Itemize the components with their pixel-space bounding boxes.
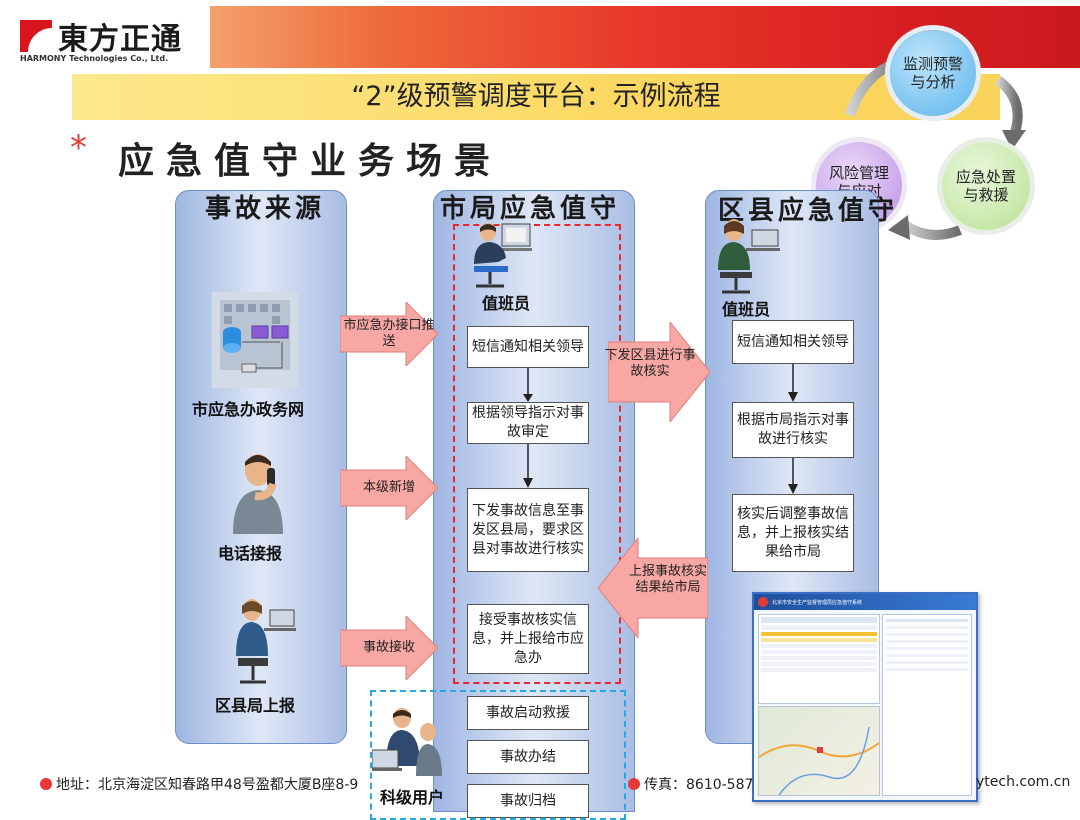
city-step-3: 下发事故信息至事发区县局，要求区县对事故进行核实 xyxy=(467,488,589,572)
arrow-interface-push: 市应急办接口推送 xyxy=(340,302,438,366)
district-column-title: 区县应急值守 xyxy=(718,196,899,226)
city-operator-icon xyxy=(474,223,532,288)
arrow-interface-push-label: 市应急办接口推送 xyxy=(343,318,435,349)
footer-website: ytech.com.cn xyxy=(976,774,1071,790)
city-operator-label: 值班员 xyxy=(482,294,531,313)
screenshot-emblem-icon xyxy=(758,597,768,607)
screenshot-titlebar: 北京市安全生产监督管理局应急值守系统 xyxy=(754,594,976,610)
logo-chinese: 東方正通 xyxy=(58,22,182,57)
city-flow-arrows xyxy=(523,368,533,488)
screenshot-map xyxy=(758,706,880,796)
city-step-1: 短信通知相关领导 xyxy=(467,326,589,368)
city-step-7: 事故归档 xyxy=(467,784,589,818)
district-operator-label: 值班员 xyxy=(722,300,771,319)
arrow-incident-receive-label: 事故接收 xyxy=(362,640,415,655)
screenshot-table xyxy=(758,614,880,704)
logo-english: HARMONY Technologies Co., Ltd. xyxy=(20,54,169,63)
arrow-dispatch-district: 下发区县进行事故核实 xyxy=(604,322,710,422)
title-bar: “2”级预警调度平台：示例流程 xyxy=(72,74,1000,120)
fax-marker-icon xyxy=(628,778,640,790)
district-operator-icon xyxy=(718,219,780,294)
cycle-monitor-label: 监测预警与分析 xyxy=(902,55,963,91)
cycle-response-label: 应急处置与救援 xyxy=(955,168,1016,204)
address-marker-icon xyxy=(40,778,52,790)
screenshot-detail-panel xyxy=(882,614,972,796)
footer-fax: 传真：8610-587 xyxy=(644,777,754,793)
city-step-4: 接受事故核实信息，并上报给市应急办 xyxy=(467,604,589,674)
source-item-district: 区县局上报 xyxy=(215,696,296,715)
section-user-icon xyxy=(372,708,442,776)
city-step-5: 事故启动救援 xyxy=(467,696,589,730)
arrow-report-city-label: 上报事故核实结果给市局 xyxy=(628,564,707,595)
district-step-1: 短信通知相关领导 xyxy=(732,320,854,364)
screenshot-title: 北京市安全生产监督管理局应急值守系统 xyxy=(772,599,863,606)
bullet-star-icon: * xyxy=(70,128,87,168)
arrow-local-add-label: 本级新增 xyxy=(362,480,415,495)
logo-mark xyxy=(20,20,52,52)
arrow-report-city: 上报事故核实结果给市局 xyxy=(598,538,708,638)
city-step-2: 根据领导指示对事故审定 xyxy=(467,402,589,444)
city-column-title: 市局应急值守 xyxy=(440,194,621,224)
system-screenshot: 北京市安全生产监督管理局应急值守系统 xyxy=(752,592,978,802)
arrow-dispatch-district-label: 下发区县进行事故核实 xyxy=(604,348,696,379)
scene-title: 应急值守业务场景 xyxy=(118,140,503,182)
section-user-label: 科级用户 xyxy=(380,788,445,807)
page-title: “2”级预警调度平台：示例流程 xyxy=(351,81,721,112)
district-step-3: 核实后调整事故信息，并上报核实结果给市局 xyxy=(732,494,854,572)
source-column-title: 事故来源 xyxy=(205,194,326,224)
cycle-monitor: 监测预警与分析 xyxy=(890,30,976,116)
phone-caller-icon xyxy=(233,454,283,534)
arrow-incident-receive: 事故接收 xyxy=(340,616,438,680)
cycle-response: 应急处置与救援 xyxy=(942,142,1030,230)
district-flow-arrows xyxy=(788,364,798,494)
city-duty-dashed-area xyxy=(453,224,621,684)
district-step-2: 根据市局指示对事故进行核实 xyxy=(732,402,854,458)
arrow-local-add: 本级新增 xyxy=(340,456,438,520)
government-network-icon xyxy=(212,292,298,388)
footer-address: 地址：北京海淀区知春路甲48号盈都大厦B座8-9 xyxy=(56,777,359,793)
city-step-6: 事故办结 xyxy=(467,740,589,774)
source-item-gov-network: 市应急办政务网 xyxy=(192,400,305,419)
source-item-phone: 电话接报 xyxy=(218,544,283,563)
district-reporter-icon xyxy=(236,599,296,684)
